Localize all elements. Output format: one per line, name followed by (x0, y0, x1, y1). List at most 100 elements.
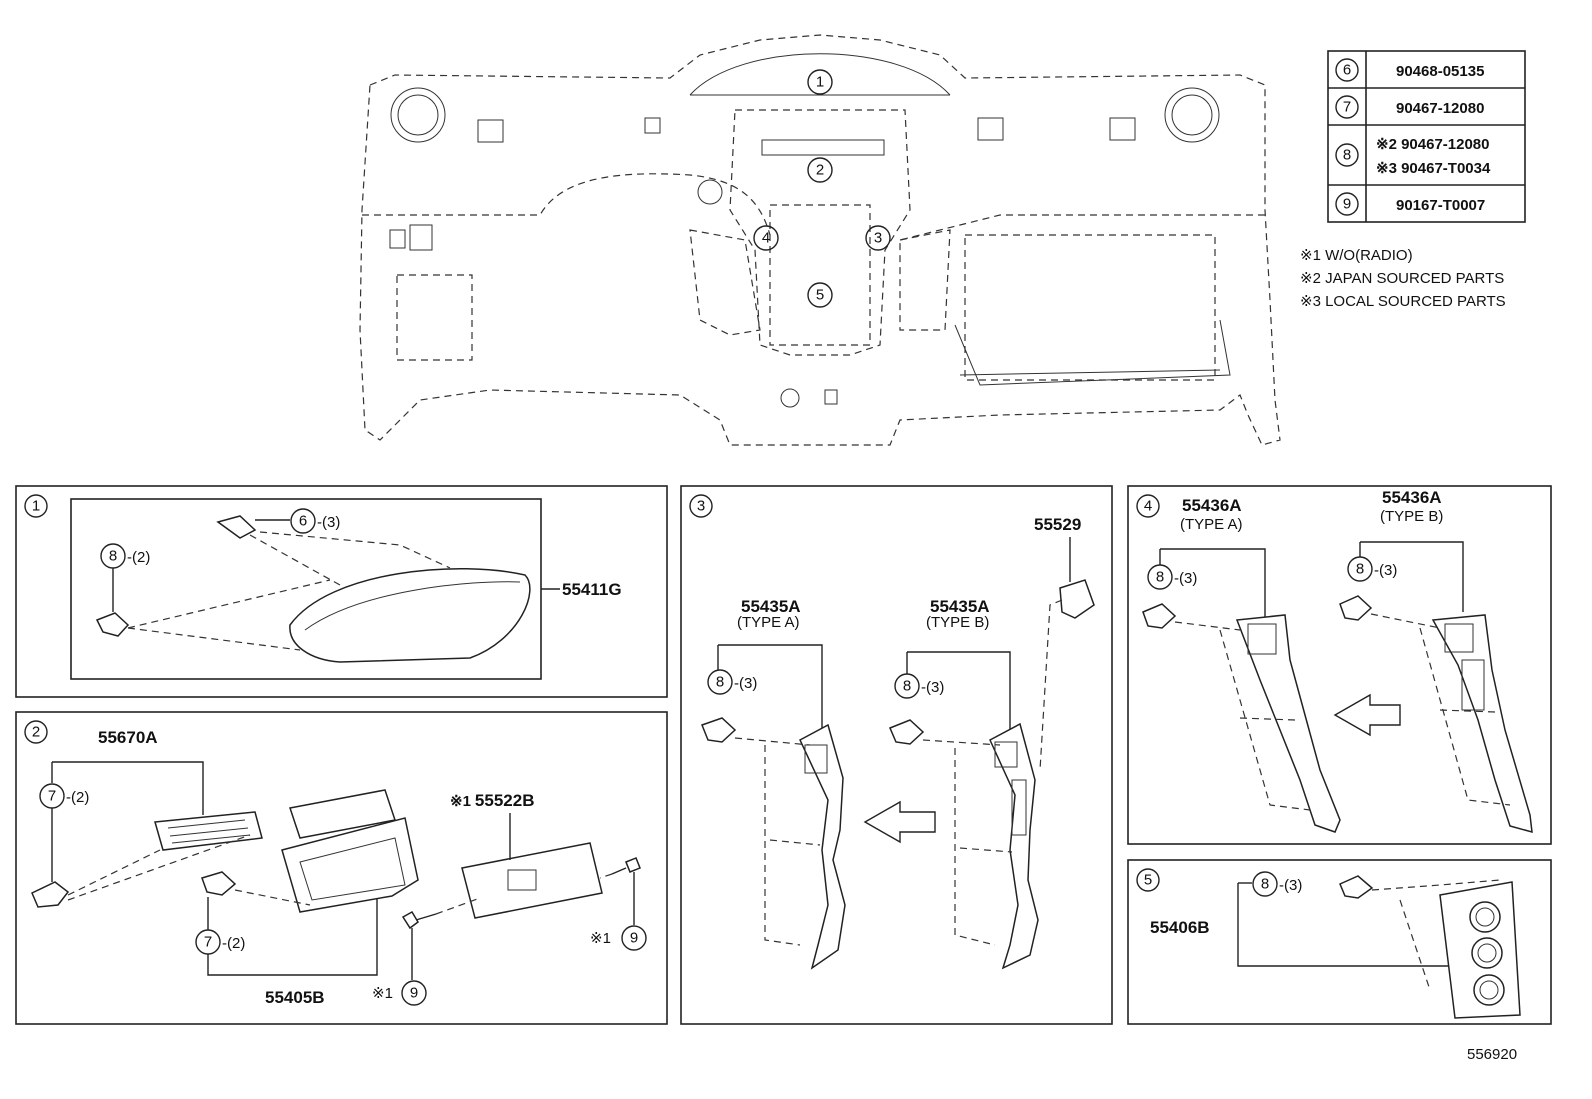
svg-text:9: 9 (630, 930, 638, 947)
panel-3-part-c: 55529 (1034, 515, 1081, 534)
panel-4-part-b: 55436A (1382, 488, 1442, 507)
screw-9-right (611, 857, 641, 875)
panel-2-callout-7b: 7 -(2) (195, 929, 245, 955)
column-trim-type-b (989, 722, 1039, 970)
legend-part-8-japan: ※2 90467-12080 (1376, 136, 1490, 153)
note-1: ※1 W/O(RADIO) (1300, 247, 1413, 264)
clip-8-type-b-4 (1339, 595, 1373, 621)
legend-ref-7: 7 (1335, 95, 1359, 119)
direction-arrow-panel3 (863, 800, 936, 844)
clip-8-panel5 (1339, 875, 1374, 899)
overview-callout-3: 3 (865, 225, 891, 251)
panel-2-callout-9a: ※1 9 (372, 980, 427, 1006)
panel-4-type-a: (TYPE A) (1180, 516, 1243, 533)
panel-3-type-a: (TYPE A) (737, 614, 800, 631)
panel-3-callout-8b: 8 -(3) (894, 673, 944, 699)
direction-arrow-panel4 (1333, 693, 1401, 737)
clip-7a (31, 881, 70, 908)
svg-text:-(3): -(3) (1374, 562, 1397, 579)
svg-text:8: 8 (1356, 561, 1364, 578)
svg-text:-(2): -(2) (66, 789, 89, 806)
panel-1: 1 6 -(3) 8 -(2) 55411G (15, 485, 668, 698)
panel-1-number: 1 (32, 498, 40, 515)
svg-text:8: 8 (716, 674, 724, 691)
panel-4-part-a: 55436A (1182, 496, 1242, 515)
panel-3-part-a: 55435A (741, 597, 801, 616)
svg-text:8: 8 (1156, 569, 1164, 586)
svg-text:9: 9 (410, 985, 418, 1002)
center-vent-part (154, 811, 263, 851)
clip-6 (216, 515, 257, 539)
panel-3-number: 3 (697, 498, 705, 515)
panel-4-callout-8b: 8 -(3) (1347, 556, 1397, 582)
panel-2-part-b: 55405B (265, 988, 325, 1007)
svg-text:3: 3 (874, 230, 882, 247)
svg-text:6: 6 (299, 513, 307, 530)
diagram-number: 556920 (1467, 1046, 1517, 1063)
svg-text:-(3): -(3) (921, 679, 944, 696)
svg-text:-(3): -(3) (1174, 570, 1197, 587)
panel-2-part-a: 55670A (98, 728, 158, 747)
panel-4-callout-8a: 8 -(3) (1147, 564, 1197, 590)
panel-3: 3 55529 55435A (TYPE A) 8 -(3) 55435A (T… (680, 485, 1113, 1025)
legend-part-8-local: ※3 90467-T0034 (1376, 160, 1491, 177)
screw-9-left (401, 910, 437, 930)
panel-2-callout-9b: ※1 9 (590, 925, 647, 951)
svg-text:-(2): -(2) (222, 935, 245, 952)
note-3: ※3 LOCAL SOURCED PARTS (1300, 293, 1506, 310)
panel-2: 2 55670A 7 -(2) 7 -(2) 55405B (15, 711, 668, 1025)
panel-3-callout-8a: 8 -(3) (707, 669, 757, 695)
svg-text:8: 8 (1343, 147, 1351, 164)
svg-text:5: 5 (816, 287, 824, 304)
panel-4-type-b: (TYPE B) (1380, 508, 1443, 525)
fastener-legend-table: 6 90468-05135 7 90467-12080 8 ※2 90467-1… (1327, 50, 1526, 223)
legend-part-9: 90167-T0007 (1396, 197, 1485, 214)
overview-callout-1: 1 (807, 69, 833, 95)
panel-5-part-number: 55406B (1150, 918, 1210, 937)
svg-text:6: 6 (1343, 62, 1351, 79)
panel-1-callout-6: 6 -(3) (290, 508, 340, 534)
panel-2-callout-7a: 7 -(2) (39, 783, 89, 809)
svg-text:8: 8 (109, 548, 117, 565)
clip-8-type-a-4 (1142, 603, 1177, 629)
legend-part-7: 90467-12080 (1396, 100, 1484, 117)
overview-callout-2: 2 (807, 157, 833, 183)
svg-text:-(3): -(3) (1279, 877, 1302, 894)
svg-text:1: 1 (816, 74, 824, 91)
dashboard-overview: 1 2 3 4 5 (359, 34, 1281, 446)
overview-callout-4: 4 (753, 225, 779, 251)
panel-4-number: 4 (1144, 498, 1152, 515)
bracket-55529 (1059, 579, 1095, 619)
svg-text:※1: ※1 (590, 930, 611, 947)
panel-1-callout-8: 8 -(2) (100, 543, 150, 569)
svg-text:9: 9 (1343, 196, 1351, 213)
panel-3-type-b: (TYPE B) (926, 614, 989, 631)
svg-text:7: 7 (1343, 99, 1351, 116)
svg-text:-(2): -(2) (127, 549, 150, 566)
footnotes: ※1 W/O(RADIO) ※2 JAPAN SOURCED PARTS ※3 … (1300, 247, 1506, 310)
legend-part-6: 90468-05135 (1396, 63, 1484, 80)
display-unit-part (461, 842, 603, 919)
svg-text:※1: ※1 (372, 985, 393, 1002)
svg-text:4: 4 (762, 230, 770, 247)
legend-ref-6: 6 (1335, 58, 1359, 82)
gauge-hood-part (289, 568, 531, 663)
svg-text:-(3): -(3) (734, 675, 757, 692)
panel-1-part-number: 55411G (562, 580, 622, 599)
svg-text:8: 8 (903, 678, 911, 695)
lower-trim-type-a (1235, 614, 1341, 833)
svg-text:7: 7 (204, 934, 212, 951)
note-2: ※2 JAPAN SOURCED PARTS (1300, 270, 1504, 287)
legend-ref-8: 8 (1335, 143, 1359, 167)
clip-8-type-a (701, 717, 737, 743)
lower-trim-type-b (1431, 614, 1533, 834)
panel-5: 5 8 -(3) 55406B (1127, 859, 1552, 1025)
clip-7b (201, 871, 237, 896)
legend-ref-9: 9 (1335, 192, 1359, 216)
svg-text:2: 2 (816, 162, 824, 179)
panel-3-part-b: 55435A (930, 597, 990, 616)
clip-8-type-b (889, 719, 925, 745)
panel-2-number: 2 (32, 724, 40, 741)
